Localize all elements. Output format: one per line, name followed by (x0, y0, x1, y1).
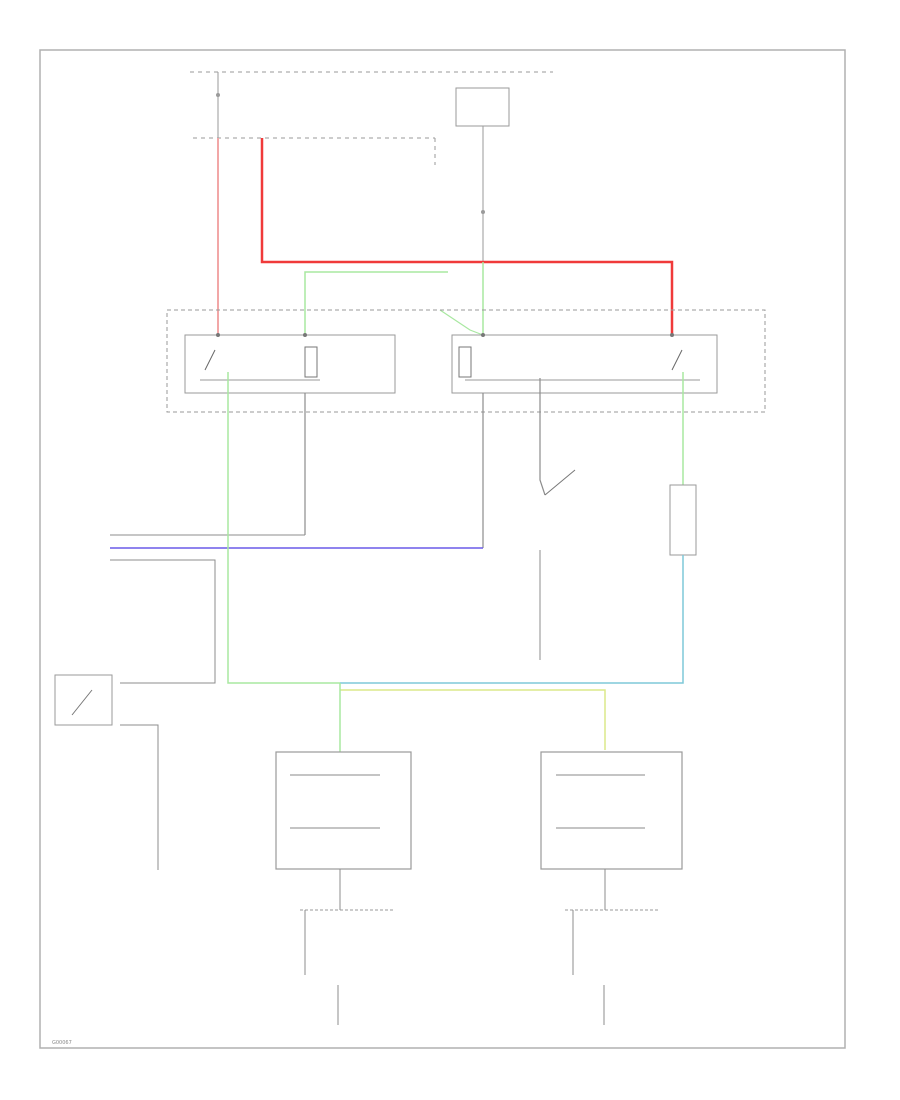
relay-module (166, 309, 766, 413)
yellow-wire (340, 689, 606, 750)
green-wire-diag (439, 309, 484, 336)
gray-wire-540 (539, 378, 546, 496)
relay-switch-left (204, 349, 216, 371)
relay-node-3 (481, 333, 485, 337)
relay-node-2 (303, 333, 307, 337)
fuse-node (216, 93, 220, 97)
ecm-box (455, 87, 510, 127)
relay-coil-left (304, 346, 318, 378)
motor-right (540, 751, 683, 870)
pressure-switch-wire (120, 724, 159, 870)
switch-arm (544, 469, 576, 496)
green-wire-top (304, 271, 448, 335)
cyan-wire (340, 555, 684, 684)
pressure-switch-arm (71, 689, 93, 716)
motor-left (275, 751, 412, 870)
relay-node-1 (216, 333, 220, 337)
gray-wire-bottom (110, 559, 216, 684)
connector-box (669, 484, 697, 556)
green-wire-main (227, 372, 340, 684)
ground-node (481, 210, 485, 214)
relay-coil-right (458, 346, 472, 378)
red-wire (260, 138, 674, 335)
relay-switch-right (671, 349, 683, 371)
diagram-id: G00067 (52, 1040, 72, 1046)
relay-left (184, 334, 396, 394)
relay-right (451, 334, 718, 394)
relay-node-4 (670, 333, 674, 337)
diagram-frame (39, 49, 846, 1049)
